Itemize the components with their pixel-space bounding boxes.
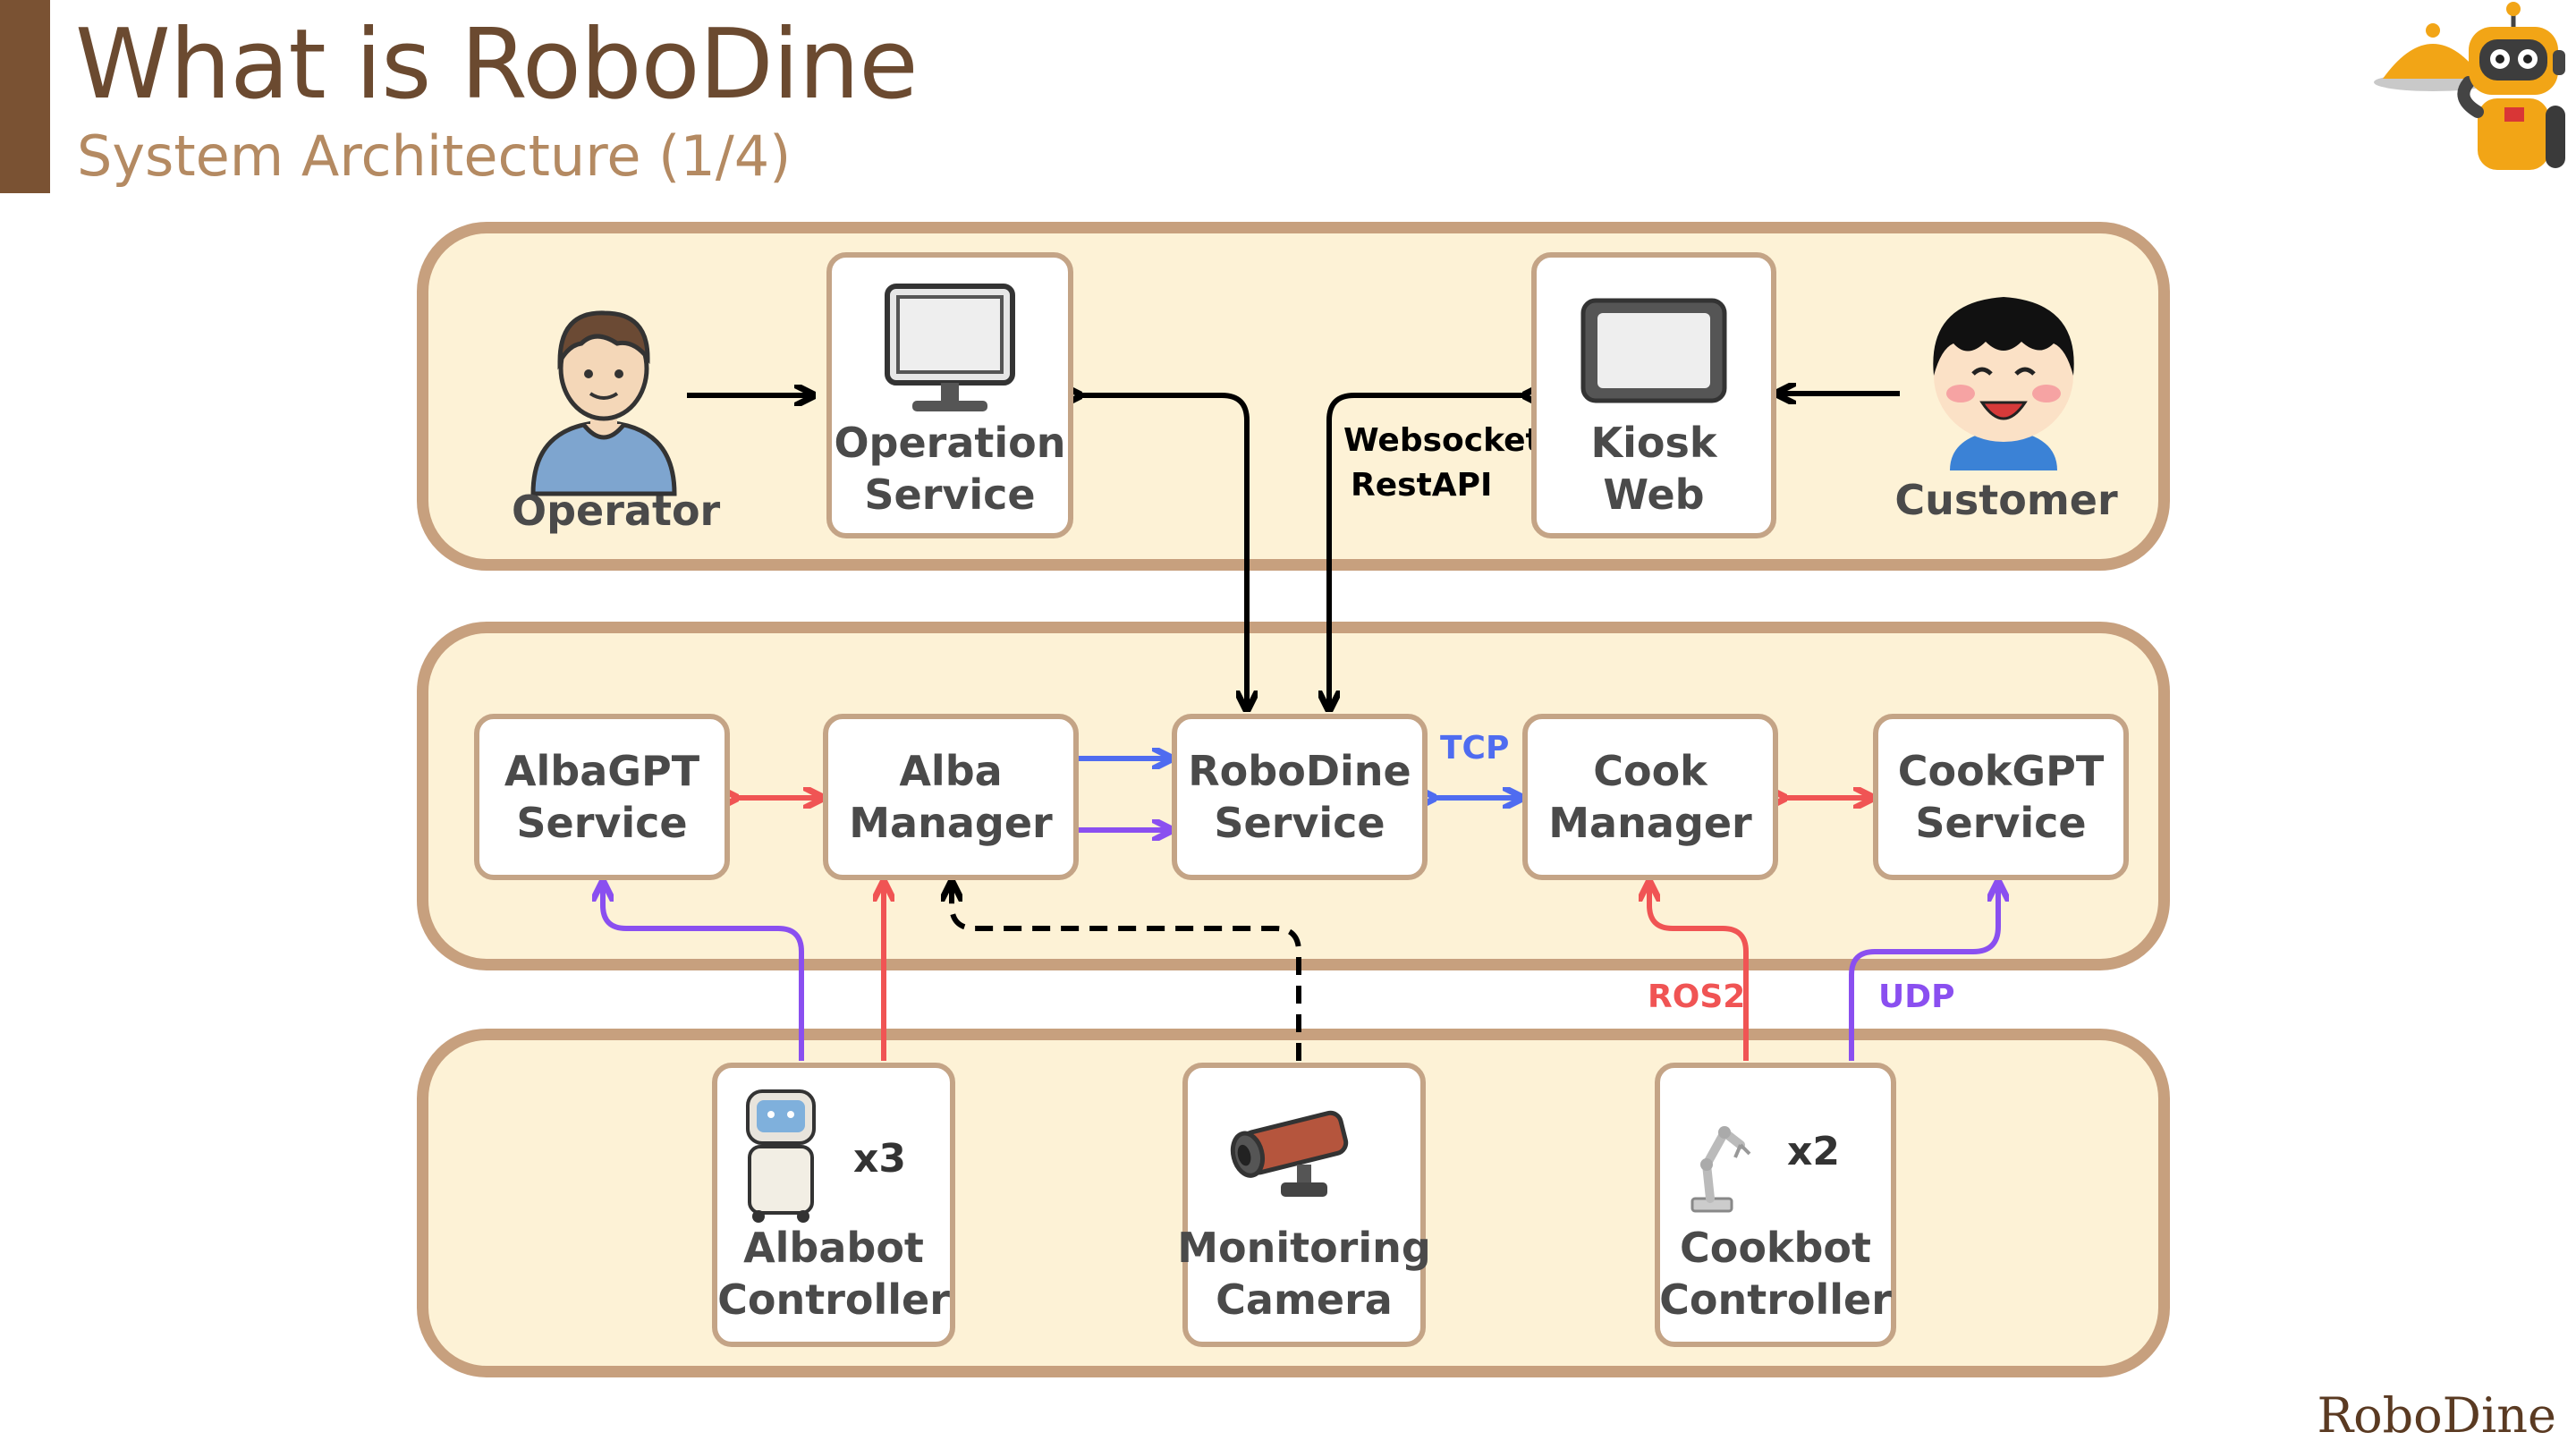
customer-label: Customer [1894,476,2118,524]
ros2-label: ROS2 [1648,979,1746,1015]
kiosk-tablet-icon [1580,298,1727,403]
cookbot-quantity: x2 [1787,1129,1840,1174]
page-title: What is RoboDine [75,9,919,121]
monitoring-camera-line2: Camera [1216,1275,1393,1324]
kiosk-web-line1: Kiosk [1590,419,1717,467]
udp-label: UDP [1878,979,1955,1015]
cookbot-controller-line1: Cookbot [1679,1224,1872,1272]
operation-service-line2: Service [864,470,1036,519]
robot-arm-icon [1690,1126,1751,1213]
restapi-label: RestAPI [1351,467,1493,504]
customer-person-icon [1933,297,2074,470]
monitor-icon [885,284,1015,411]
operation-service-line1: Operation [834,419,1066,467]
footer-brand: RoboDine [2317,1387,2556,1444]
cookbot-controller-line2: Controller [1659,1275,1892,1324]
operator-person-icon [530,310,677,496]
alba-manager-line1: Alba [899,747,1003,795]
cookgpt-service-node[interactable]: CookGPT Service [1873,714,2129,880]
cookgpt-service-line2: Service [1915,799,2087,847]
kiosk-web-line2: Web [1603,470,1705,519]
cook-manager-node[interactable]: Cook Manager [1522,714,1778,880]
alba-manager-node[interactable]: Alba Manager [823,714,1079,880]
websocket-label: Websocket [1343,422,1541,459]
albabot-controller-line1: Albabot [743,1224,924,1272]
cookbot-controller-node[interactable]: Cookbot Controller [1655,1063,1896,1347]
cook-manager-line1: Cook [1593,747,1707,795]
albagpt-service-node[interactable]: AlbaGPT Service [474,714,730,880]
albagpt-service-line1: AlbaGPT [504,747,700,795]
operator-label: Operator [512,487,721,535]
cook-manager-line2: Manager [1548,799,1752,847]
monitoring-camera-node[interactable]: Monitoring Camera [1177,1063,1431,1347]
kiosk-robodine-link [1329,395,1528,707]
robodine-service-node[interactable]: RoboDine Service [1172,714,1428,880]
robodine-service-line2: Service [1214,799,1385,847]
albabot-albagpt-link [603,886,804,1061]
albabot-controller-line2: Controller [717,1275,950,1324]
monitoring-camera-line1: Monitoring [1177,1224,1431,1272]
albabot-robot-icon [746,1089,816,1223]
albagpt-service-line2: Service [516,799,688,847]
cookbot-cook-ros2-link [1649,886,1749,1061]
tcp-label: TCP [1440,730,1510,767]
security-camera-icon [1230,1110,1349,1197]
cookbot-cookgpt-udp-link [1849,886,1998,1061]
camera-alba-link [952,886,1301,1061]
robodine-service-line1: RoboDine [1188,747,1411,795]
alba-manager-line2: Manager [849,799,1053,847]
title-accent-bar [0,0,50,193]
cookgpt-service-line1: CookGPT [1897,747,2105,795]
page-subtitle: System Architecture (1/4) [77,123,792,189]
albabot-quantity: x3 [853,1136,906,1182]
operation-robodine-link [1077,395,1247,707]
robot-waiter-icon [2374,2,2565,170]
